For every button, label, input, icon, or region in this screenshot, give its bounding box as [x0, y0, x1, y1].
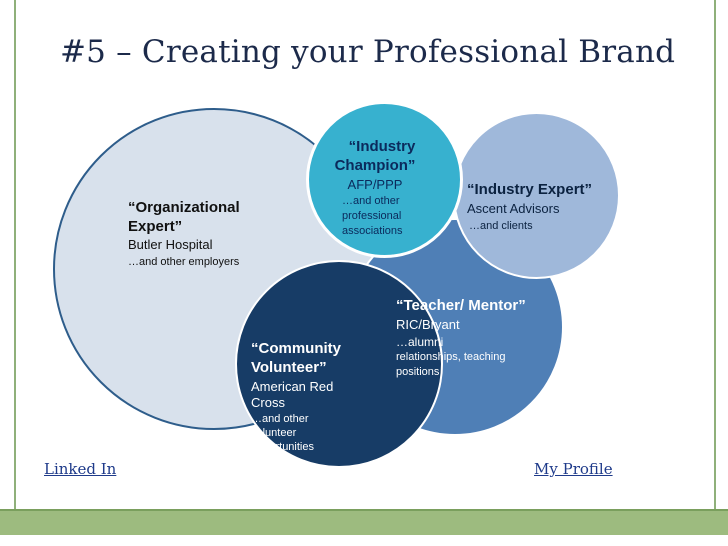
- frame-bottom-line: [0, 509, 728, 511]
- community-heading-line2: Volunteer”: [251, 359, 327, 376]
- teacher-note-line1: …alumni: [396, 335, 444, 349]
- champion-note-line1: …and other: [342, 195, 400, 207]
- slide-title: #5 – Creating your Professional Brand: [60, 34, 676, 70]
- teacher-note-line3: positions: [396, 366, 440, 378]
- organizational-heading-line2: Expert”: [128, 218, 183, 235]
- expert-org: Ascent Advisors: [467, 201, 560, 216]
- frame-right-border: [714, 0, 716, 535]
- community-heading-line1: “Community: [251, 340, 341, 357]
- champion-org: AFP/PPP: [347, 177, 403, 192]
- expert-heading: “Industry Expert”: [467, 181, 593, 198]
- circle-community-volunteer: [235, 260, 443, 468]
- organizational-org: Butler Hospital: [128, 237, 213, 252]
- circle-industry-champion: [306, 101, 463, 258]
- community-note-line3: opportunities: [251, 441, 314, 453]
- champion-note-line2: professional: [342, 210, 402, 222]
- organizational-heading-line1: “Organizational: [128, 199, 240, 216]
- expert-note: …and clients: [469, 220, 533, 232]
- champion-note-line3: associations: [342, 225, 403, 237]
- frame-bottom-bar: [0, 511, 728, 535]
- community-org-line2: Cross: [251, 395, 285, 410]
- teacher-org: RIC/Bryant: [396, 317, 460, 332]
- organizational-note: …and other employers: [128, 256, 240, 268]
- champion-heading-line1: “Industry: [348, 138, 416, 155]
- community-note-line2: volunteer: [251, 427, 297, 439]
- champion-heading-line2: Champion”: [334, 157, 416, 174]
- community-org-line1: American Red: [251, 379, 334, 394]
- teacher-heading: “Teacher/ Mentor”: [396, 297, 526, 314]
- my-profile-link[interactable]: My Profile: [534, 460, 613, 478]
- frame-left-border: [14, 0, 16, 535]
- linkedin-link[interactable]: Linked In: [44, 460, 117, 478]
- community-note-line1: …and other: [251, 413, 309, 425]
- teacher-note-line2: relationships, teaching: [396, 351, 506, 363]
